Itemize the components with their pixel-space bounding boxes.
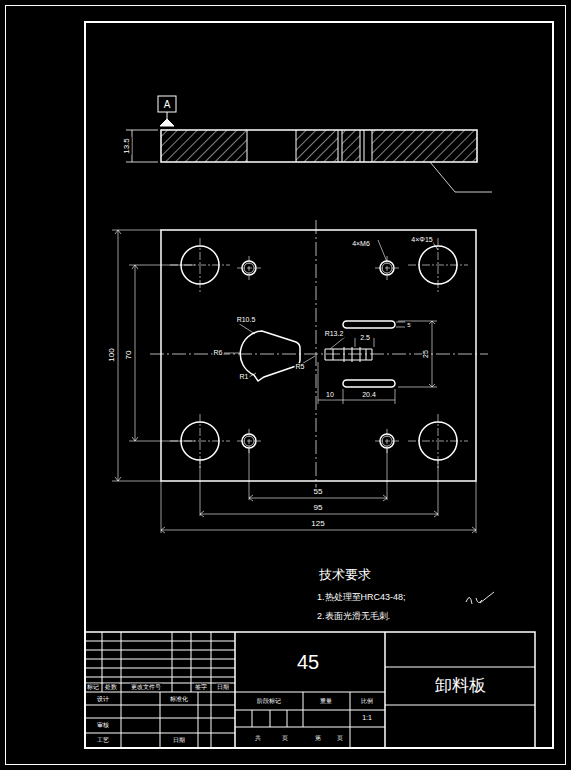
dimension: 20.4 — [361, 391, 377, 399]
dimension: 2.5 — [359, 334, 371, 342]
table-cell: 第 — [314, 735, 322, 742]
table-cell: 比例 — [360, 698, 374, 705]
plan-view — [112, 220, 488, 533]
side-view — [126, 96, 492, 192]
table-cell: 设计 — [96, 696, 110, 703]
dimension: 125 — [310, 520, 325, 529]
table-cell: 标记 — [86, 684, 100, 691]
table-cell: 共 — [254, 735, 262, 742]
table-cell: 工艺 — [96, 737, 110, 744]
note-line: 1.热处理至HRC43-48; — [316, 593, 407, 603]
table-cell: 更改文件号 — [130, 684, 162, 691]
table-cell: 日期 — [172, 737, 186, 744]
table-cell: 日期 — [216, 684, 230, 691]
table-cell: 阶段标记 — [256, 698, 282, 705]
part-name: 卸料板 — [434, 677, 487, 696]
dimension: 55 — [313, 488, 324, 497]
title-block — [85, 632, 535, 748]
material: 45 — [296, 651, 320, 673]
dimension: 13.5 — [123, 137, 132, 155]
radius-callout: R10.5 — [236, 316, 257, 324]
note-heading: 技术要求 — [318, 568, 372, 582]
datum-letter: A — [163, 99, 172, 110]
table-cell: 签字 — [194, 684, 208, 691]
radius-callout: R5 — [295, 363, 306, 371]
dimension: 5 — [406, 322, 411, 329]
inner-frame — [85, 22, 553, 748]
note-line: 2.表面光滑无毛刺. — [316, 612, 391, 622]
dimension: 70 — [125, 350, 134, 361]
table-cell: 重量 — [319, 698, 333, 705]
radius-callout: R6 — [213, 349, 224, 357]
table-cell: 页 — [281, 735, 289, 742]
table-cell: 处数 — [104, 684, 118, 691]
dimension: 95 — [313, 504, 324, 513]
dimension: 100 — [108, 347, 117, 362]
table-cell: 1:1 — [361, 714, 373, 722]
signature-mark — [466, 592, 494, 604]
dimension: 25 — [422, 349, 430, 359]
hole-callout: 4×M6 — [351, 240, 371, 248]
hole-callout: 4×Φ15 — [410, 236, 433, 244]
table-cell: 标准化 — [169, 696, 189, 703]
outer-frame — [6, 6, 566, 765]
dimension: 10 — [325, 391, 335, 399]
radius-callout: R13.2 — [324, 330, 345, 338]
table-cell: 页 — [336, 735, 344, 742]
radius-callout: R1 — [239, 373, 250, 381]
table-cell: 审核 — [96, 722, 110, 729]
